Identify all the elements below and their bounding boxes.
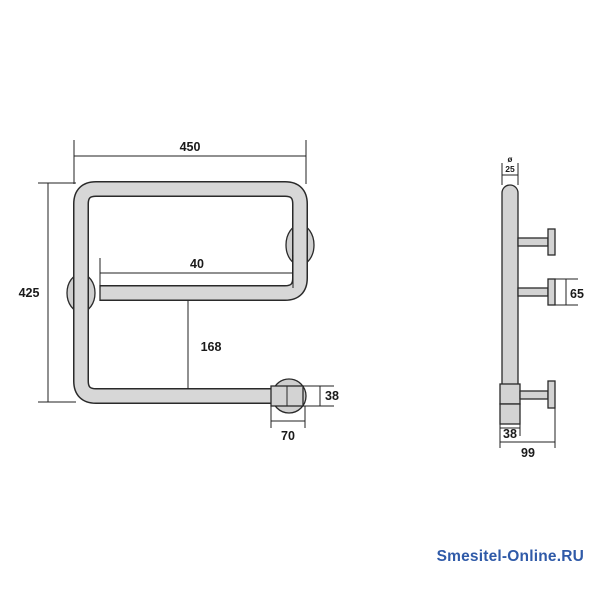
dim-diameter-symbol: ø	[508, 155, 513, 164]
rail-tube	[74, 182, 307, 403]
dim-lower-gap-label: 168	[201, 340, 222, 354]
side-flange-bottom	[547, 380, 556, 409]
dim-inner-bar-label: 40	[190, 257, 204, 271]
dim-base: 38	[499, 424, 521, 441]
side-base-lower	[499, 403, 521, 425]
side-flange-top	[547, 228, 556, 256]
dim-inner-bar: 40	[99, 255, 294, 288]
side-bracket-middle	[517, 287, 549, 297]
site-watermark: Smesitel-Online.RU	[436, 548, 584, 565]
dim-connector-width: 70	[270, 406, 306, 443]
dim-height-label: 425	[19, 286, 40, 300]
side-bracket-bottom	[519, 390, 549, 400]
dim-lower-gap: 168	[187, 301, 222, 389]
dim-depth: 99	[499, 408, 556, 460]
dim-depth-label: 99	[521, 446, 535, 460]
dim-connector-height-label: 38	[325, 389, 339, 403]
dim-connector-width-label: 70	[281, 429, 295, 443]
side-view: ø 25 65 38 99	[499, 155, 584, 460]
dim-base-label: 38	[503, 427, 517, 441]
side-tube	[501, 184, 519, 398]
dim-diameter: ø 25	[501, 155, 519, 185]
dim-connector-height: 38	[303, 385, 339, 407]
dim-flange: 65	[555, 278, 584, 306]
side-flange-middle	[547, 278, 556, 306]
dim-height: 425	[19, 182, 76, 403]
dim-diameter-label: 25	[505, 164, 515, 174]
dim-flange-label: 65	[570, 287, 584, 301]
front-view: 450 425 40 168 38	[19, 140, 339, 443]
dim-width-label: 450	[180, 140, 201, 154]
side-bracket-top	[517, 237, 549, 247]
dim-width: 450	[73, 140, 307, 184]
side-base	[499, 383, 521, 405]
